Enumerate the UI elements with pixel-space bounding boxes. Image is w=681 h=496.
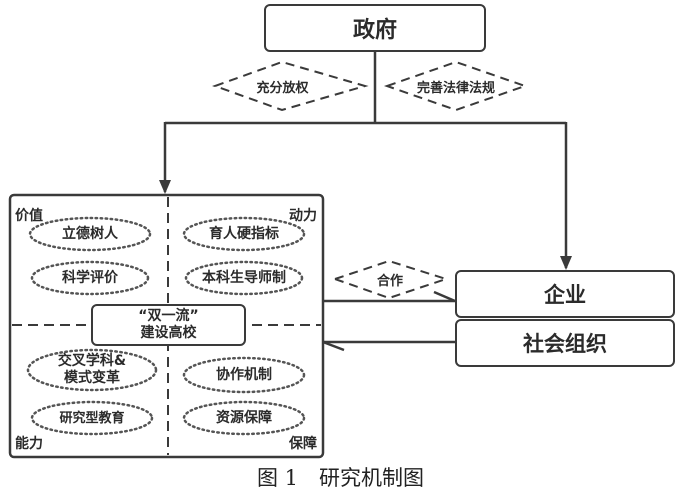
figure-caption: 图 1 研究机制图 [256,466,425,490]
center-label-line1: “双一流” [138,308,199,324]
oval-tr-1 [182,216,306,252]
oval-tr-2 [184,260,304,296]
item-ziyuan-baozhang: 资源保障 [216,409,272,426]
item-xiezuo-jizhi: 协作机制 [216,366,272,383]
item-lide-shuren: 立德树人 [62,225,118,242]
government-label: 政府 [352,18,397,43]
center-label-line2: 建设高校 [140,325,197,341]
oval-br-2 [182,400,306,436]
quadrant-label-ability: 能力 [15,436,43,452]
university-center-box: “双一流” 建设高校 [91,304,246,346]
item-jiaocha-xueke: 交叉学科& 模式变革 [57,353,127,386]
policy-label-1: 充分放权 [256,80,309,96]
open-arrow-enterprise [433,290,456,303]
item-yanjiuxing-jiaoyu: 研究型教育 [59,410,125,426]
oval-bl-1 [26,348,158,392]
enterprise-box: 企业 [455,270,675,318]
oval-bl-2 [30,400,154,436]
cooperation-diamond [331,259,450,300]
quadrant-label-value: 价值 [15,208,43,224]
item-benkesheng-daoshizhi: 本科生导师制 [202,269,286,286]
policy-diamond-1 [212,60,369,112]
arrow-head-enterprise [560,256,572,270]
cooperation-label: 合作 [376,273,403,289]
government-box: 政府 [264,4,486,52]
social-org-box: 社会组织 [455,319,675,367]
quadrant-label-guarantee: 保障 [289,436,317,452]
item-yuren-yingzhibiao: 育人硬指标 [209,225,279,242]
arrow-head-university [159,180,171,194]
quadrant-label-motivation: 动力 [289,208,317,224]
oval-tl-2 [30,260,150,296]
item-kexue-pingjia: 科学评价 [62,269,118,286]
university-frame [8,193,325,459]
open-arrow-university [322,340,345,352]
enterprise-label: 企业 [544,283,586,307]
policy-diamond-2 [383,60,529,112]
social-org-label: 社会组织 [523,332,607,356]
oval-br-1 [182,356,306,394]
oval-tl-1 [28,216,152,252]
policy-label-2: 完善法律法规 [416,80,495,96]
